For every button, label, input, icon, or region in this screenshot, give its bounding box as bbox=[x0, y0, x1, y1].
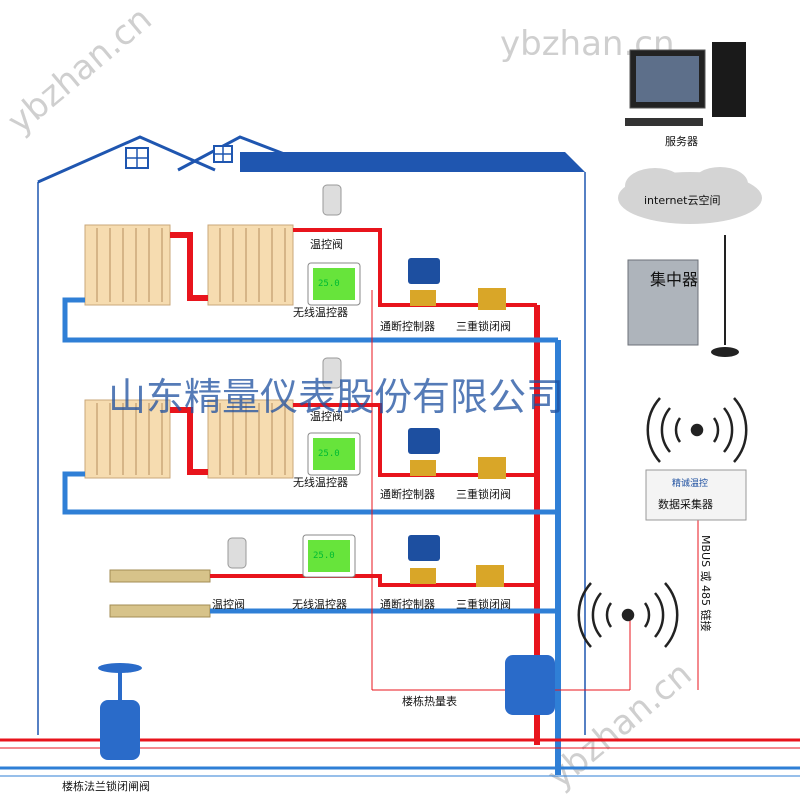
triple-lock-valve-label: 三重锁闭阀 bbox=[456, 597, 511, 611]
collector-label: 数据采集器 bbox=[658, 497, 713, 511]
radiator bbox=[84, 224, 171, 306]
wireless-signal-icon bbox=[577, 582, 679, 648]
cloud-label: internet云空间 bbox=[644, 193, 721, 207]
onoff-controller-icon bbox=[408, 535, 440, 561]
building bbox=[37, 135, 586, 735]
thermo-valve-label: 温控阀 bbox=[212, 597, 245, 611]
triple-lock-valve-icon bbox=[478, 457, 506, 479]
flange-valve-icon bbox=[100, 700, 140, 760]
lcd-value: 25.0 bbox=[313, 551, 335, 561]
company-watermark: 山东精量仪表股份有限公司 bbox=[108, 375, 564, 419]
bus-label: MBUS 或 485 链接 bbox=[699, 535, 713, 632]
radiator bbox=[84, 399, 171, 479]
concentrator-label: 集中器 bbox=[650, 270, 698, 289]
internet-cloud: internet云空间 bbox=[618, 167, 762, 224]
concentrator-box-icon bbox=[627, 259, 699, 346]
watermark-top-left: ybzhan.cn bbox=[0, 0, 159, 142]
building-heat-meter-label: 楼栋热量表 bbox=[402, 694, 457, 708]
building-heat-meter: 楼栋热量表 bbox=[402, 655, 555, 715]
lcd-value: 25.0 bbox=[318, 449, 340, 459]
triple-lock-valve-icon bbox=[476, 565, 504, 587]
valve-body bbox=[410, 568, 436, 584]
floor-3: 温控阀 25.0 无线温控器 通断控制器 三重锁闭阀 bbox=[109, 534, 558, 618]
wireless-signal-icon bbox=[646, 397, 748, 463]
collector-box-icon bbox=[645, 469, 747, 521]
onoff-controller-icon bbox=[408, 258, 440, 284]
manifold bbox=[109, 569, 211, 583]
manifold bbox=[109, 604, 211, 618]
data-collector: 精诚温控 数据采集器 bbox=[645, 469, 747, 521]
concentrator: 集中器 bbox=[627, 235, 739, 357]
triple-lock-valve-icon bbox=[478, 288, 506, 310]
lcd-screen bbox=[313, 438, 355, 470]
valve-body bbox=[410, 290, 436, 306]
onoff-controller-label: 通断控制器 bbox=[380, 487, 435, 501]
lcd-screen bbox=[313, 268, 355, 300]
signal-wires bbox=[371, 290, 699, 691]
lcd-value: 25.0 bbox=[318, 279, 340, 289]
server: 服务器 bbox=[625, 42, 746, 148]
radiator bbox=[207, 399, 294, 479]
flange-lock-valve: 楼栋法兰锁闭闸阀 bbox=[62, 663, 150, 793]
floor-2: 温控阀 25.0 无线温控器 通断控制器 三重锁闭阀 bbox=[62, 357, 558, 515]
wireless-thermostat-label: 无线温控器 bbox=[293, 305, 348, 319]
thermo-valve-label: 温控阀 bbox=[310, 409, 343, 423]
onoff-controller-label: 通断控制器 bbox=[380, 597, 435, 611]
watermark-bottom-right: ybzhan.cn bbox=[540, 654, 699, 797]
lcd-screen bbox=[308, 540, 350, 572]
heat-meter-icon bbox=[505, 655, 555, 715]
thermostatic-valve-icon bbox=[322, 357, 342, 389]
thermostatic-valve-icon bbox=[322, 184, 342, 216]
wireless-thermostat-label: 无线温控器 bbox=[293, 475, 348, 489]
triple-lock-valve-label: 三重锁闭阀 bbox=[456, 487, 511, 501]
onoff-controller-icon bbox=[408, 428, 440, 454]
wireless-thermostat-label: 无线温控器 bbox=[292, 597, 347, 611]
collector-sub-label: 精诚温控 bbox=[672, 477, 708, 489]
thermostatic-valve-icon bbox=[227, 537, 247, 569]
floor-1: 温控阀 25.0 无线温控器 通断控制器 三重锁闭阀 bbox=[62, 184, 558, 343]
thermo-valve-label: 温控阀 bbox=[310, 237, 343, 251]
triple-lock-valve-label: 三重锁闭阀 bbox=[456, 319, 511, 333]
radiator bbox=[207, 224, 294, 306]
server-label: 服务器 bbox=[665, 135, 698, 148]
onoff-controller-label: 通断控制器 bbox=[380, 319, 435, 333]
valve-body bbox=[410, 460, 436, 476]
server-tower-icon bbox=[712, 42, 746, 117]
flange-valve-label: 楼栋法兰锁闭闸阀 bbox=[62, 779, 150, 793]
